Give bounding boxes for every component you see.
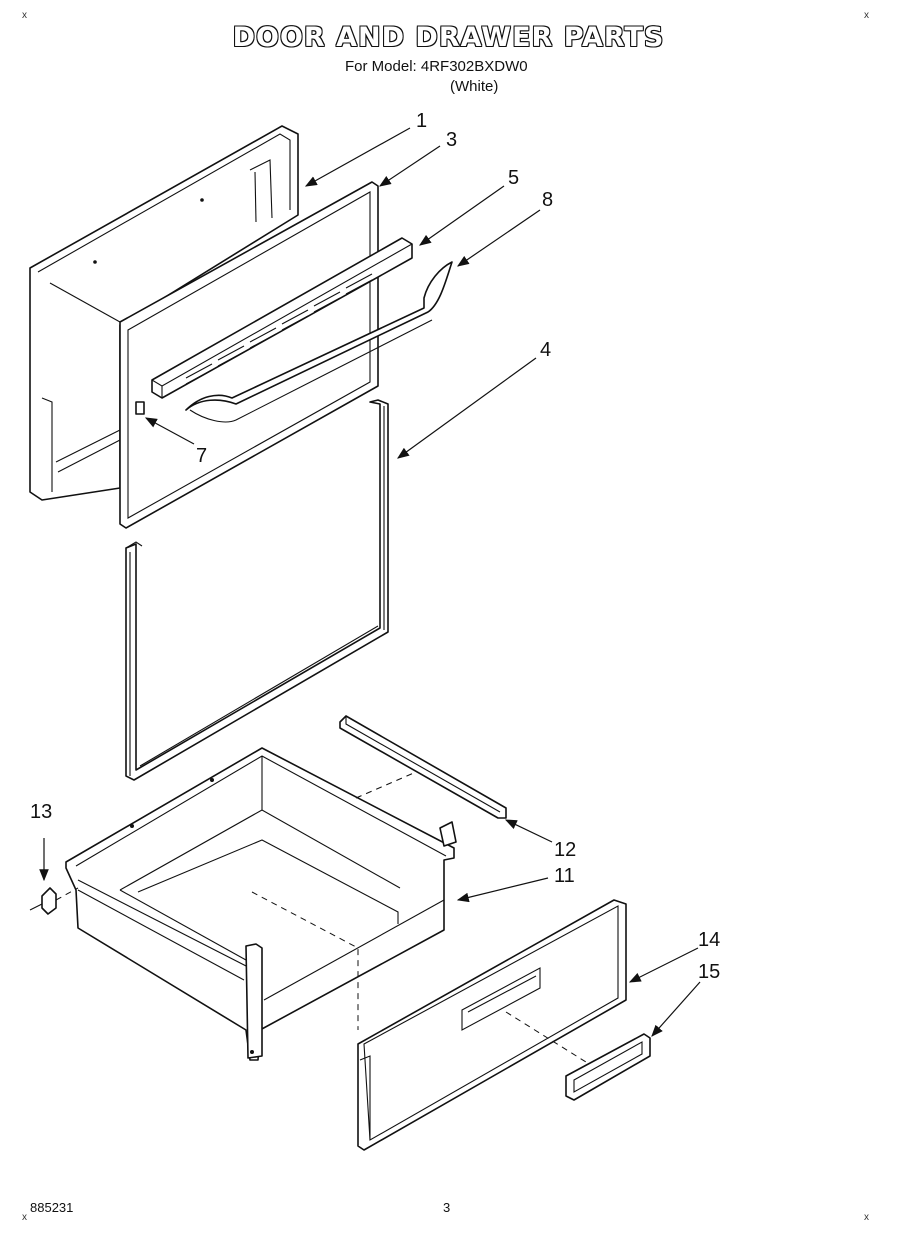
callout-4: 4 <box>540 339 551 361</box>
callout-13: 13 <box>30 801 52 823</box>
part-13-drawer-roller <box>29 887 79 915</box>
callout-8: 8 <box>542 189 553 211</box>
corner-mark-bottom-right: x <box>864 1212 869 1223</box>
part-11-drawer-body <box>65 747 457 1061</box>
callout-14: 14 <box>698 929 720 951</box>
callout-12: 12 <box>554 839 576 861</box>
callout-5: 5 <box>508 167 519 189</box>
assembly-line-rail <box>355 771 417 799</box>
corner-mark-top-right: x <box>864 10 869 21</box>
page-number: 3 <box>443 1200 451 1215</box>
callout-11: 11 <box>554 865 575 887</box>
part-8-door-handle <box>185 261 453 423</box>
corner-mark-bottom-left: x <box>22 1212 27 1223</box>
part-14-drawer-front <box>357 899 627 1151</box>
callout-1: 1 <box>416 110 427 132</box>
callout-3: 3 <box>446 129 457 151</box>
callout-15: 15 <box>698 961 720 983</box>
model-line: For Model: 4RF302BXDW0 <box>345 58 528 75</box>
part-15-drawer-handle <box>565 1033 651 1101</box>
part-3-door-liner <box>119 181 379 529</box>
page-title: DOOR AND DRAWER PARTS <box>232 22 665 53</box>
assembly-line-handle <box>505 1011 587 1063</box>
part-4-door-gasket <box>125 399 389 781</box>
leader-lines <box>39 127 701 1037</box>
corner-mark-top-left: x <box>22 10 27 21</box>
callout-7: 7 <box>196 445 207 467</box>
color-line: (White) <box>450 78 499 95</box>
part-5-vent-bar <box>151 237 413 399</box>
part-12-slide-rail <box>339 715 507 819</box>
document-number: 885231 <box>30 1200 74 1215</box>
